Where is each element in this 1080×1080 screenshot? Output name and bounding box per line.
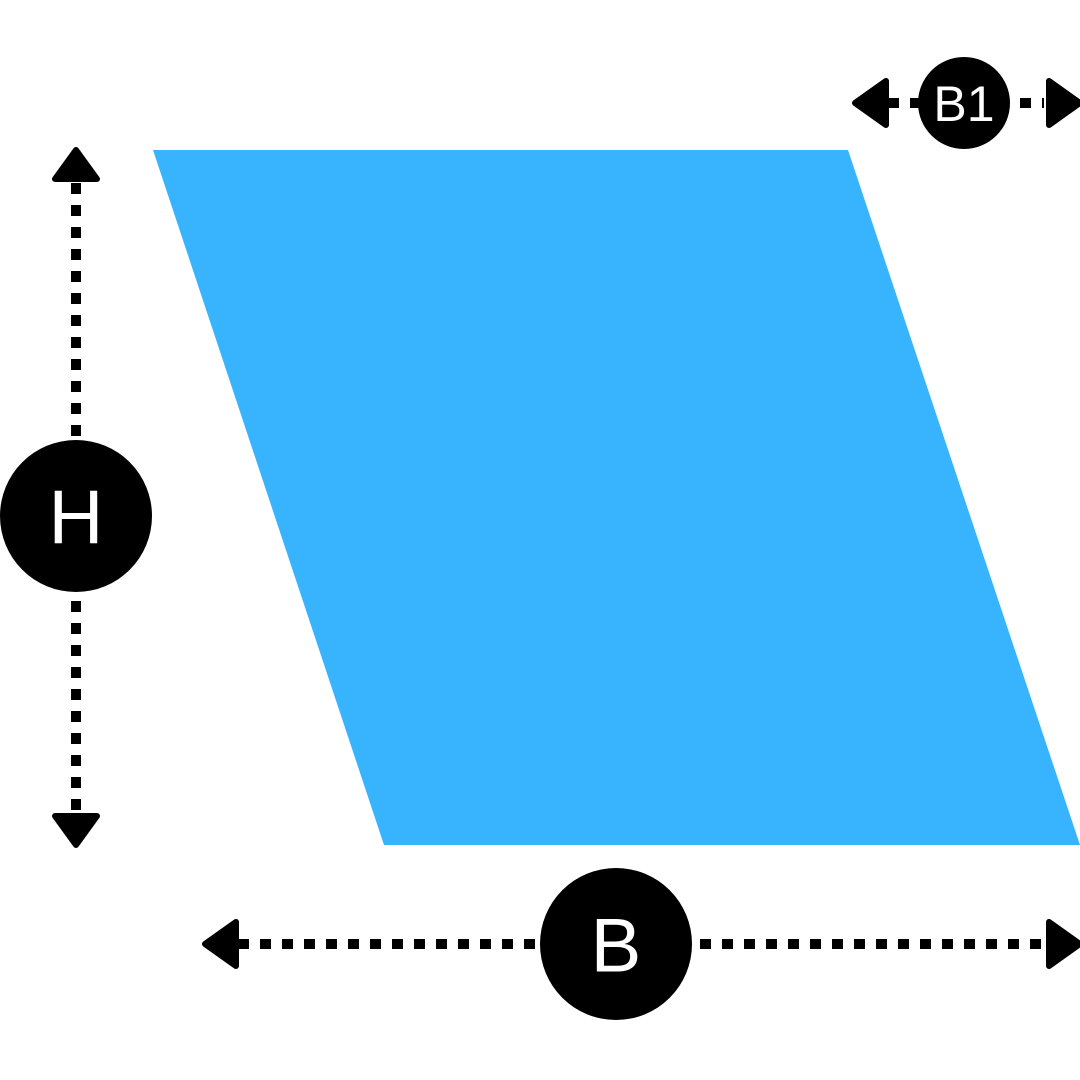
arrow-left-icon	[852, 78, 889, 128]
offset-dimension: B1	[852, 57, 1080, 149]
arrow-right-icon	[1046, 919, 1080, 969]
arrow-down-icon	[52, 813, 100, 848]
base-dimension: B	[202, 868, 1080, 1020]
height-label: H	[49, 476, 104, 561]
arrow-left-icon	[202, 919, 239, 969]
parallelogram-shape	[153, 150, 1080, 845]
offset-label: B1	[933, 76, 994, 132]
height-badge	[0, 440, 152, 592]
arrow-right-icon	[1046, 78, 1080, 128]
arrow-up-icon	[52, 147, 100, 182]
base-badge	[540, 868, 692, 1020]
height-dimension: H	[0, 147, 152, 848]
base-label: B	[591, 904, 642, 989]
offset-badge	[918, 57, 1010, 149]
